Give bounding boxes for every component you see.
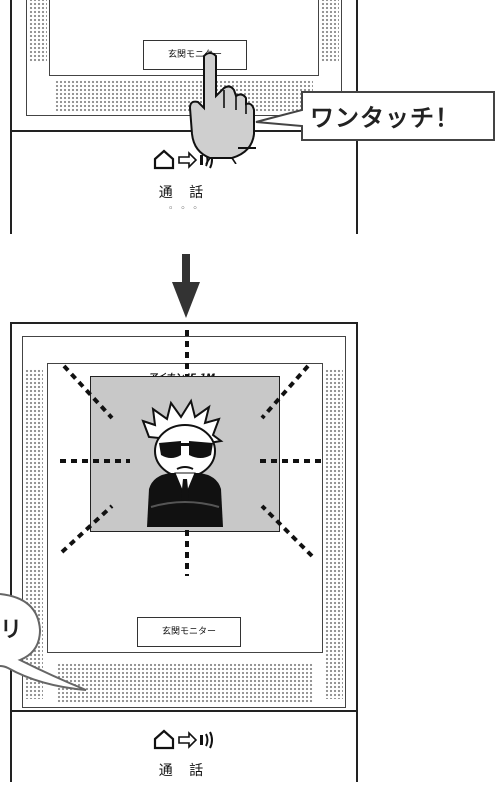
arrow-right-icon [178,151,198,169]
control-panel-bottom: 通 話 [12,710,356,792]
control-panel-top: 通 話 ◦ ◦ ◦ [12,130,356,236]
house-icon [153,149,175,170]
callout-text: ワンタッチ！ [310,104,460,132]
status-dots: ◦ ◦ ◦ [168,204,200,214]
left-callout-text: リ [0,618,23,643]
visitor-illustration [141,398,224,527]
call-label[interactable]: 通 話 [158,763,210,779]
hand-pointer-icon [188,52,256,164]
monitor-screen-image [90,376,280,532]
entrance-monitor-button[interactable]: 玄関モニター [137,617,241,647]
call-label[interactable]: 通 話 [158,185,210,201]
speaker-grille-right [321,0,339,62]
callout-bubble [255,91,495,141]
arrow-right-icon [178,731,198,749]
speaker-grille-bottom [57,663,313,703]
speaker-sound-icon [200,731,213,749]
speaker-grille-left [29,0,47,62]
speaker-grille-bottom [55,80,313,112]
intercom-unit-before: 玄関モニター 通 話 ◦ ◦ ◦ [10,0,358,236]
monitor-frame-top: 玄関モニター [26,0,342,116]
speaker-grille-right [325,369,343,699]
call-icon-row [12,728,356,754]
emphasis-rays [60,330,322,576]
left-callout-bubble [0,593,87,691]
down-arrow-icon [172,254,200,318]
entrance-monitor-button[interactable]: 玄関モニター [143,40,247,70]
house-icon [153,729,175,750]
